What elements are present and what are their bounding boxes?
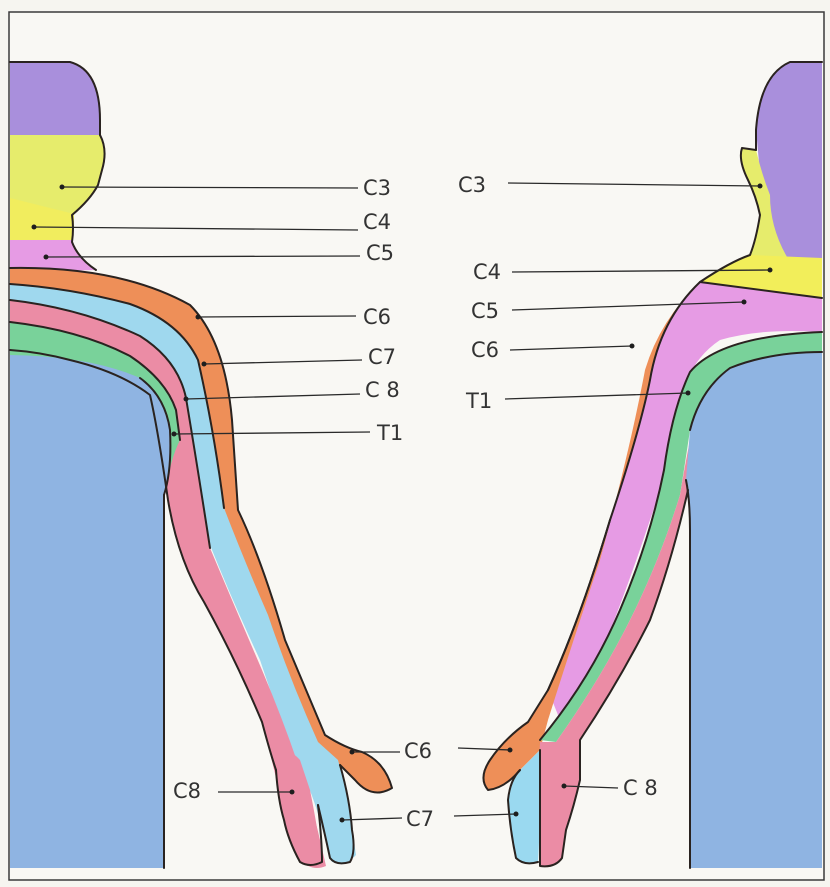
right-torso-region xyxy=(686,352,822,868)
label-hand-c8-right: C 8 xyxy=(623,776,658,800)
label-hand-c6: C6 xyxy=(404,739,432,763)
label-hand-c7: C7 xyxy=(406,807,434,831)
label-hand-c8-left: C8 xyxy=(173,779,201,803)
label-right-t1: T1 xyxy=(465,389,492,413)
label-left-c4: C4 xyxy=(363,210,391,234)
label-left-c5: C5 xyxy=(366,241,394,265)
left-torso-region xyxy=(10,355,170,868)
label-left-c8: C 8 xyxy=(365,378,400,402)
label-right-c6: C6 xyxy=(471,338,499,362)
label-left-c7: C7 xyxy=(368,345,396,369)
label-left-t1: T1 xyxy=(376,421,403,445)
label-right-c4: C4 xyxy=(473,260,501,284)
label-right-c3: C3 xyxy=(458,173,486,197)
label-right-c5: C5 xyxy=(471,299,499,323)
label-left-c3: C3 xyxy=(363,176,391,200)
label-left-c6: C6 xyxy=(363,305,391,329)
